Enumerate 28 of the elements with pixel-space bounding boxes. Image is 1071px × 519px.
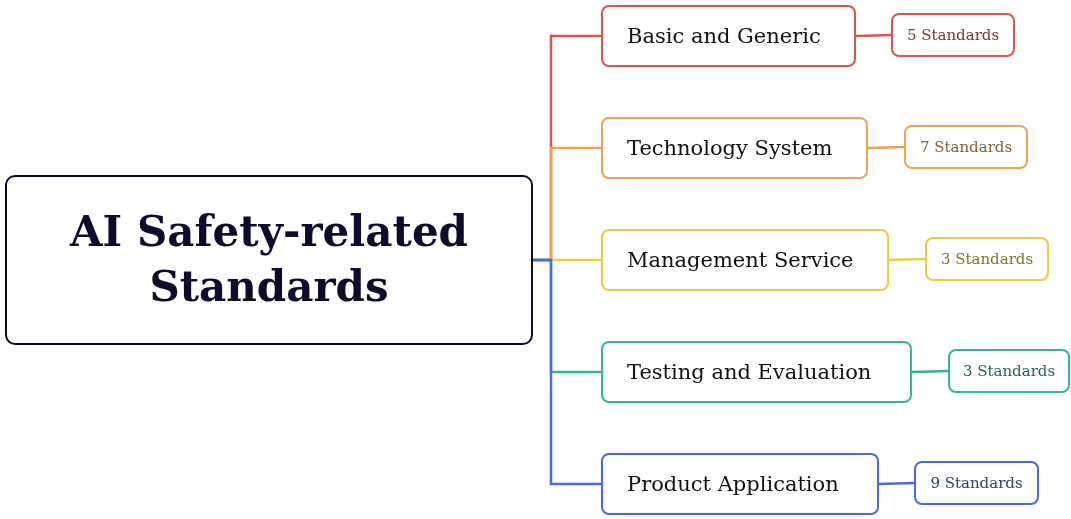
branch-topic-box [601, 229, 889, 291]
topic-label: Basic and Generic [627, 24, 821, 48]
count-label: 3 Standards [962, 362, 1056, 380]
count-label: 7 Standards [919, 138, 1013, 156]
root-topic-box [5, 175, 533, 345]
branch-topic-box [601, 117, 868, 179]
connector-line [878, 481, 915, 486]
connector-line [533, 258, 601, 486]
count-box [904, 125, 1028, 169]
topic-label: Product Application [627, 472, 839, 496]
title-text: AI Safety-related Standards [68, 206, 469, 313]
connector-line [888, 257, 926, 262]
branch-topic-box [601, 341, 912, 403]
branch-topic-box [601, 453, 879, 515]
topic-label: Testing and Evaluation [627, 360, 872, 384]
count-label: 3 Standards [940, 250, 1034, 268]
branch-topic-box [601, 5, 856, 67]
count-box [948, 349, 1070, 393]
connector-line [911, 369, 949, 374]
count-label: 9 Standards [930, 474, 1023, 492]
topic-label: Management Service [627, 248, 854, 272]
count-label: 5 Standards [906, 26, 1000, 44]
count-box [914, 461, 1039, 505]
count-box [925, 237, 1049, 281]
topic-label: Technology System [627, 136, 833, 160]
count-box [891, 13, 1015, 57]
connector-line [855, 33, 892, 38]
connector-line [867, 145, 905, 150]
